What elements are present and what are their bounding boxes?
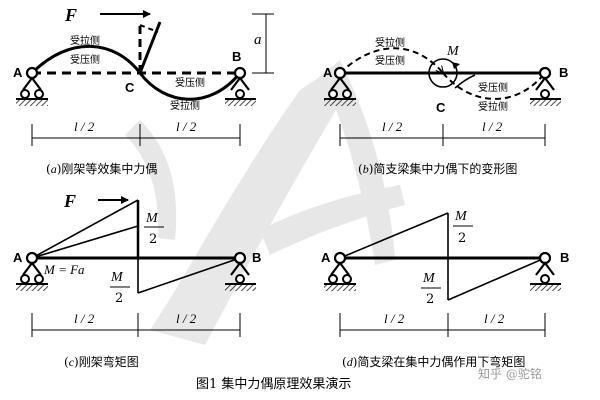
watermark-strokes: [125, 60, 405, 345]
support-d-right: [530, 251, 561, 291]
moment-label-b: M: [446, 44, 460, 59]
svg-text:2: 2: [458, 231, 466, 246]
node-c-label-b: C: [436, 100, 446, 115]
span-left-c: l / 2: [74, 311, 95, 326]
svg-text:M: M: [110, 270, 124, 285]
support-b-left: [324, 66, 356, 106]
fraction-bottom-c: M 2: [110, 270, 130, 306]
tension-label-b2: 受拉侧: [478, 100, 508, 113]
tension-label-b1: 受拉侧: [375, 36, 405, 49]
span-right-d: l / 2: [484, 311, 505, 326]
watermark-text: 知乎 @驼铭: [478, 366, 542, 381]
support-d-left: [324, 251, 356, 291]
node-a-label-b: A: [323, 65, 333, 80]
caption-d: (d)简支梁在集中力偶作用下弯矩图: [342, 354, 525, 369]
svg-text:2: 2: [149, 232, 157, 247]
support-a-right: [225, 66, 256, 106]
tension-label-a1: 受拉侧: [70, 34, 100, 47]
force-label-a: F: [64, 5, 77, 25]
support-c-left: [16, 251, 48, 291]
span-right-a: l / 2: [176, 119, 197, 134]
node-a-label-c: A: [13, 250, 23, 265]
caption-b: (b)简支梁集中力偶下的变形图: [358, 161, 517, 176]
compression-label-b2: 受压侧: [478, 81, 508, 94]
panel-b: M 受拉侧 受压侧 受压侧 受拉侧 A C B l / 2 l /: [323, 36, 568, 176]
compression-label-b1: 受压侧: [375, 54, 405, 67]
span-left-d: l / 2: [384, 311, 405, 326]
node-b-label-d: B: [560, 250, 569, 265]
svg-text:2: 2: [426, 292, 434, 307]
span-right-b: l / 2: [482, 119, 503, 134]
svg-text:M: M: [454, 209, 468, 224]
offset-label-a: a: [254, 32, 262, 48]
force-label-c: F: [63, 191, 76, 211]
figure-caption: 图1 集中力偶原理效果演示: [196, 376, 351, 392]
fraction-top-c: M 2: [144, 211, 164, 247]
caption-a: (a)刚架等效集中力偶: [46, 161, 157, 176]
fraction-top-d: M 2: [453, 209, 473, 246]
compression-label-a1: 受压侧: [70, 53, 100, 66]
caption-c: (c)刚架弯矩图: [64, 354, 139, 369]
support-c-right: [225, 251, 256, 291]
fraction-bottom-d: M 2: [421, 271, 441, 307]
panel-c: F M = Fa M 2 M 2 A: [13, 191, 261, 369]
svg-text:2: 2: [115, 291, 123, 306]
compression-label-a2: 受压侧: [175, 76, 205, 89]
support-a-left: [16, 66, 48, 106]
span-left-b: l / 2: [382, 119, 403, 134]
tension-label-a2: 受拉侧: [170, 99, 200, 112]
support-b-right: [530, 66, 561, 106]
svg-text:M: M: [145, 211, 159, 226]
node-b-label-c: B: [252, 250, 261, 265]
node-b-label-a: B: [232, 49, 241, 64]
node-a-label-a: A: [13, 65, 23, 80]
node-c-label-a: C: [125, 80, 135, 95]
node-a-label-d: A: [321, 250, 331, 265]
svg-text:M: M: [422, 271, 436, 286]
span-right-c: l / 2: [176, 311, 197, 326]
panel-a: F a 受拉侧 受压侧 受压侧 受拉侧 A C B: [13, 5, 274, 176]
span-left-a: l / 2: [74, 119, 95, 134]
panel-d: M 2 M 2 A B: [321, 209, 569, 369]
moment-eq-c: M = Fa: [43, 262, 85, 277]
node-b-label-b: B: [559, 65, 568, 80]
